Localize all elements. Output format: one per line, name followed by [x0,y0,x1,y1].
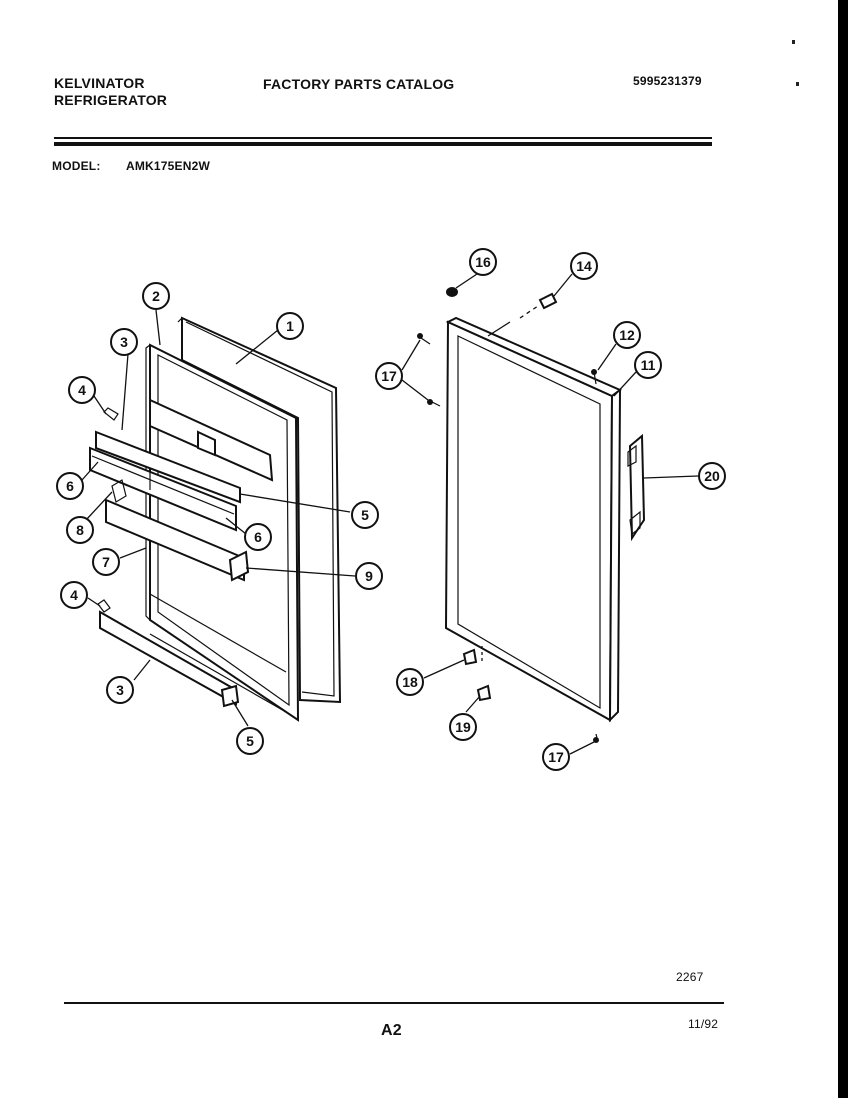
callout-17: 17 [375,362,403,390]
callout-11: 11 [634,351,662,379]
callout-number: 19 [455,719,471,735]
callout-circle [106,676,134,704]
callout-6: 6 [244,523,272,551]
callout-number: 20 [704,468,720,484]
callout-17: 17 [542,743,570,771]
callout-circle [375,362,403,390]
callout-circle [66,516,94,544]
door-gasket [177,316,342,704]
callout-circle [110,328,138,356]
door-handle [627,433,646,542]
hinge-pin [446,287,458,297]
callout-number: 4 [70,587,78,603]
callout-number: 17 [381,368,397,384]
callout-18: 18 [396,668,424,696]
header-rule-thick [54,142,712,146]
callout-6: 6 [56,472,84,500]
callout-number: 5 [361,507,369,523]
callout-number: 7 [102,554,110,570]
callout-1: 1 [276,312,304,340]
brand-line-2: REFRIGERATOR [54,92,168,108]
callout-2: 2 [142,282,170,310]
callout-9: 9 [355,562,383,590]
callout-circle [60,581,88,609]
bottom-hinge-parts [462,646,599,743]
callout-20: 20 [698,462,726,490]
callout-circle [236,727,264,755]
callout-4: 4 [68,376,96,404]
callout-8: 8 [66,516,94,544]
bottom-shelf-rail [97,593,287,713]
callout-circle [698,462,726,490]
diagram-number: 2267 [676,970,704,984]
callout-circle [355,562,383,590]
callout-number: 2 [152,288,160,304]
callout-number: 4 [78,382,86,398]
callout-4: 4 [60,581,88,609]
callout-number: 6 [66,478,74,494]
callout-16: 16 [469,248,497,276]
leader-lines [81,271,699,755]
lower-door-shelf [105,479,250,600]
print-date: 11/92 [688,1017,719,1031]
callout-number: 9 [365,568,373,584]
catalog-title: FACTORY PARTS CATALOG [263,76,455,92]
callout-number: 3 [120,334,128,350]
outer-door-panel [444,316,622,723]
upper-screws [417,333,597,407]
callout-circle [276,312,304,340]
callout-number: 14 [576,258,592,274]
footer-rule [64,1002,724,1004]
callout-number: 11 [641,357,656,373]
brand-line-1: KELVINATOR [54,75,145,91]
callout-12: 12 [613,321,641,349]
callout-circle [351,501,379,529]
callout-circle [634,351,662,379]
callout-19: 19 [449,713,477,741]
callout-circle [396,668,424,696]
callout-circle [613,321,641,349]
callout-number: 8 [76,522,84,538]
header-rule-thin [54,137,712,139]
liner-upper-shelf [149,398,274,482]
callout-number: 3 [116,682,124,698]
callout-number: 18 [402,674,418,690]
callout-circle [68,376,96,404]
callout-5: 5 [236,727,264,755]
callout-circle [542,743,570,771]
upper-shelf-rail [89,407,241,532]
callout-number: 6 [254,529,262,545]
callout-number: 12 [619,327,635,343]
plug-button [487,292,558,337]
callout-3: 3 [110,328,138,356]
scan-speck [792,40,795,44]
callout-3: 3 [106,676,134,704]
scan-speck [796,82,799,86]
callout-number: 16 [475,254,491,270]
callout-circle [469,248,497,276]
callout-circle [142,282,170,310]
callout-number: 17 [548,749,564,765]
model-label: MODEL: [52,159,101,173]
callout-circle [449,713,477,741]
callout-number: 5 [246,733,254,749]
callout-circle [92,548,120,576]
model-value: AMK175EN2W [126,159,211,173]
callout-14: 14 [570,252,598,280]
catalog-number: 5995231379 [633,74,702,88]
callout-circle [244,523,272,551]
callout-7: 7 [92,548,120,576]
page-label: A2 [381,1022,402,1039]
callout-circle [56,472,84,500]
callout-circle [570,252,598,280]
callout-5: 5 [351,501,379,529]
callout-number: 1 [286,318,294,334]
